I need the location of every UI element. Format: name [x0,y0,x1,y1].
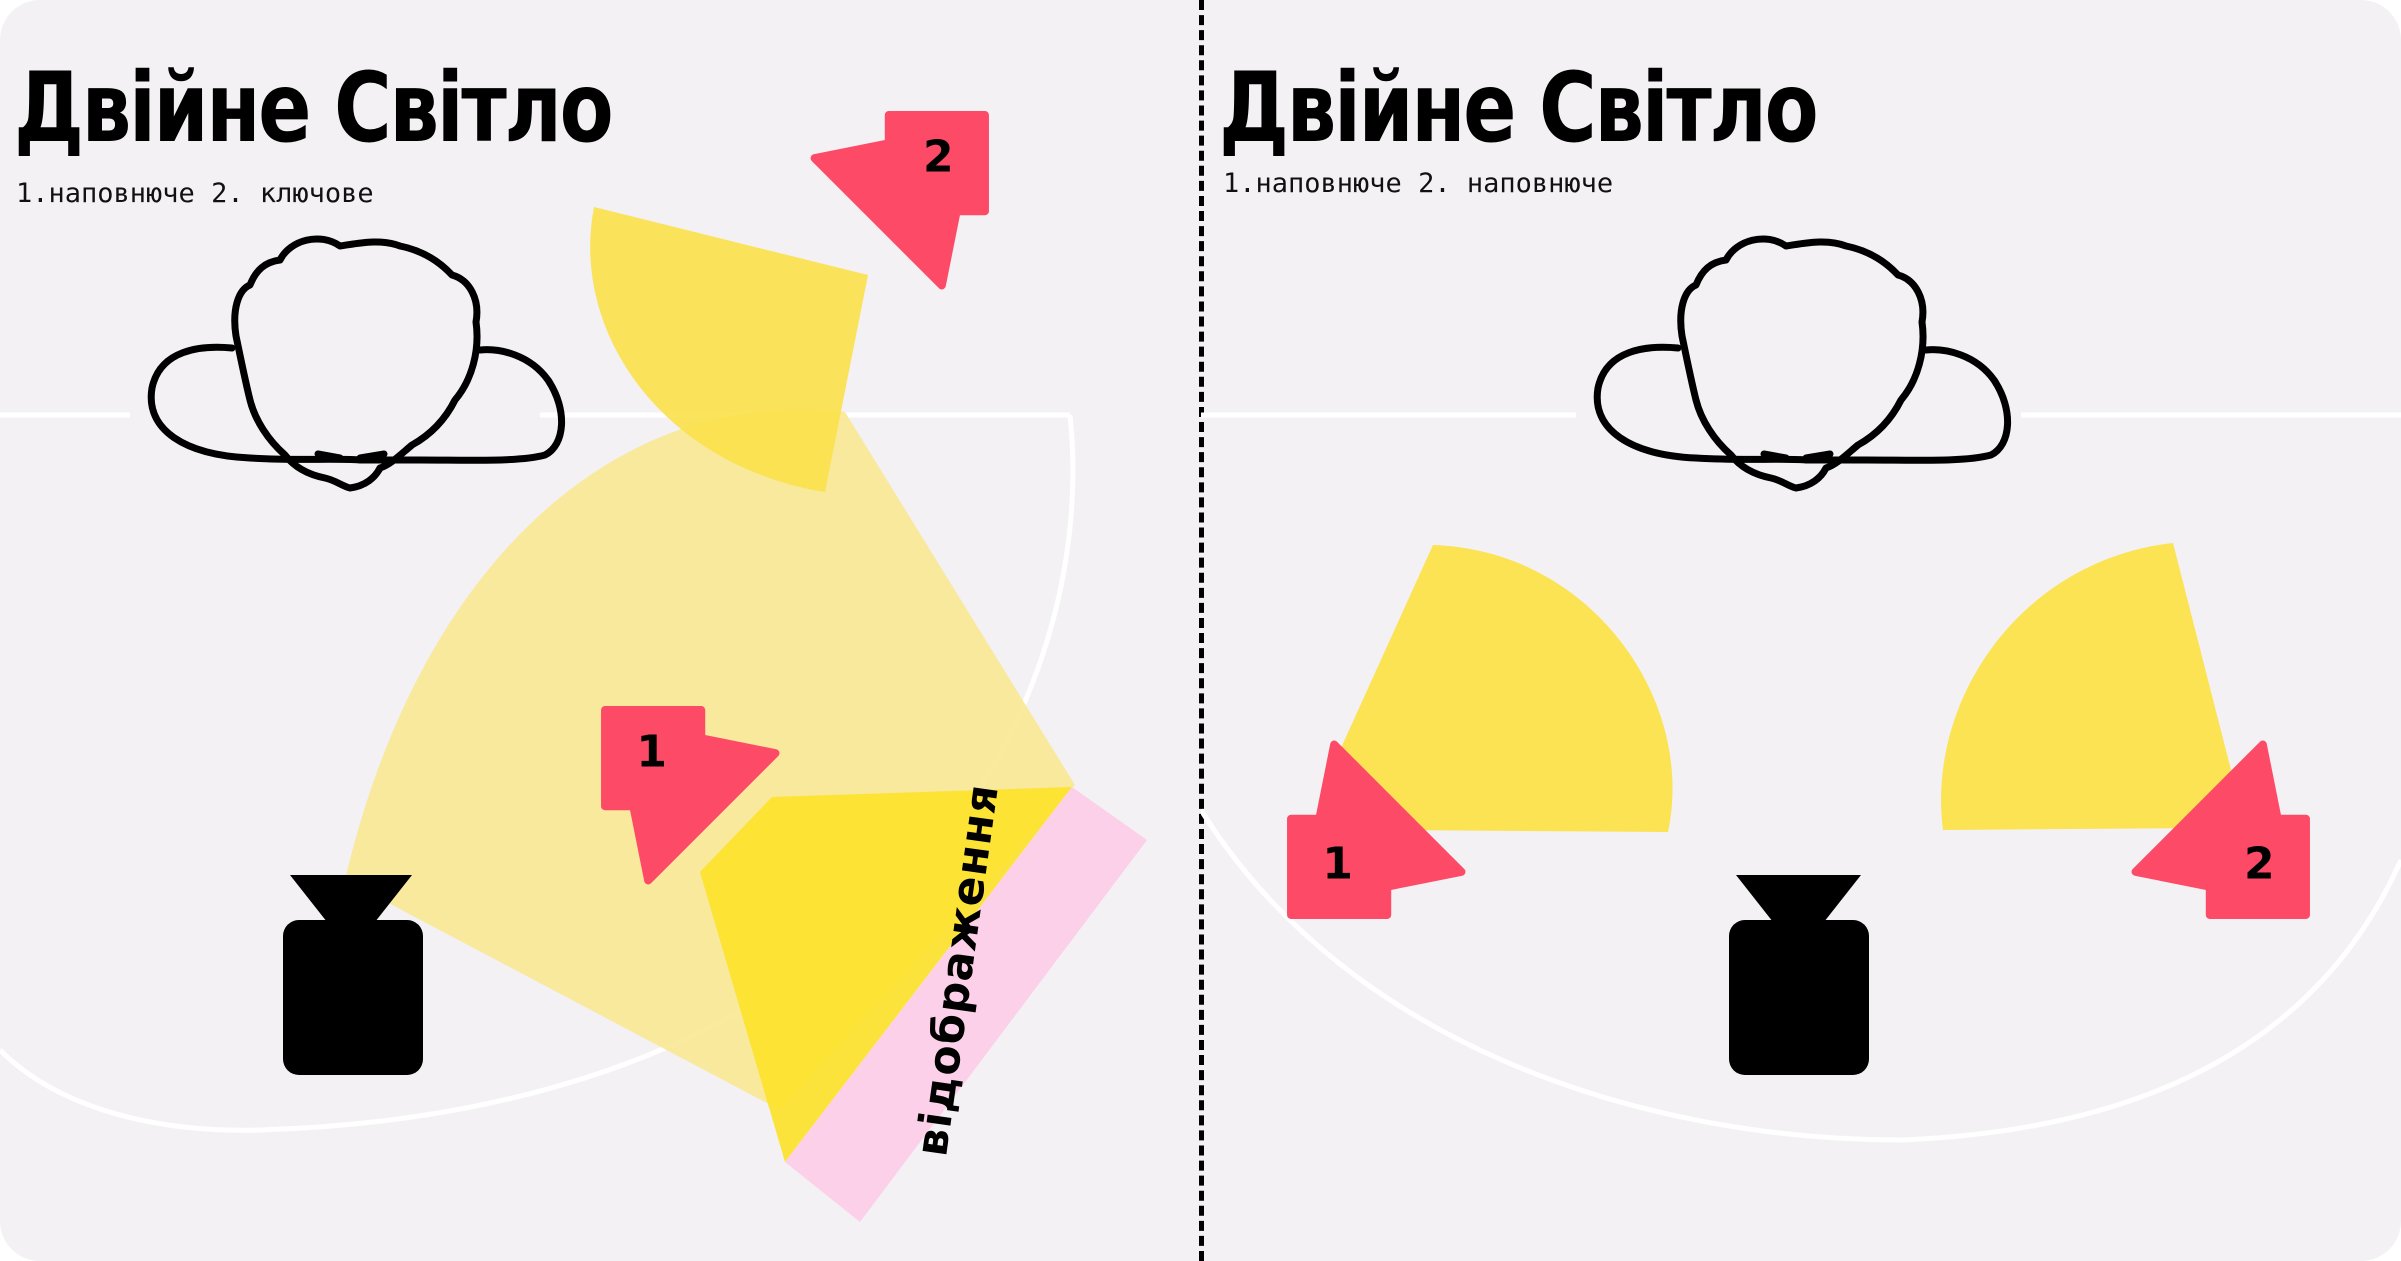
panel-right-subtitle: 1.наповнюче 2. наповнюче [1223,168,1614,199]
camera-icon [283,875,423,1075]
person-top-view-icon [1593,235,2011,492]
guide-lines [1201,412,2401,1143]
panel-left-subtitle: 1.наповнюче 2. ключове [16,178,374,209]
light-1-number: 1 [636,727,667,778]
panel-right-title: Двійне Світло [1219,52,1819,164]
light-1-number: 1 [1322,838,1353,889]
light-1-head: 1 [601,706,780,885]
left-scene: відображення 2 1 [0,111,1147,1222]
right-scene: 1 2 [1201,235,2401,1143]
beam-1 [700,787,1072,1162]
light-2-head: 2 [2131,740,2310,919]
panel-divider [1199,0,1204,1261]
beam-2 [590,207,868,492]
beam-1 [1331,545,1673,832]
panel-left: відображення 2 1 [0,0,1200,1261]
person-top-view-icon [147,235,565,492]
light-2-head: 2 [810,111,989,290]
light-1-head: 1 [1287,740,1466,919]
light-2-number: 2 [923,132,954,183]
camera-icon [1729,875,1869,1075]
light-2-number: 2 [2244,838,2275,889]
beam-2 [1941,543,2231,830]
panel-right: 1 2 Двійне Світло 1.наповнюче 2. наповню… [1201,0,2401,1261]
panel-left-title: Двійне Світло [14,52,614,164]
